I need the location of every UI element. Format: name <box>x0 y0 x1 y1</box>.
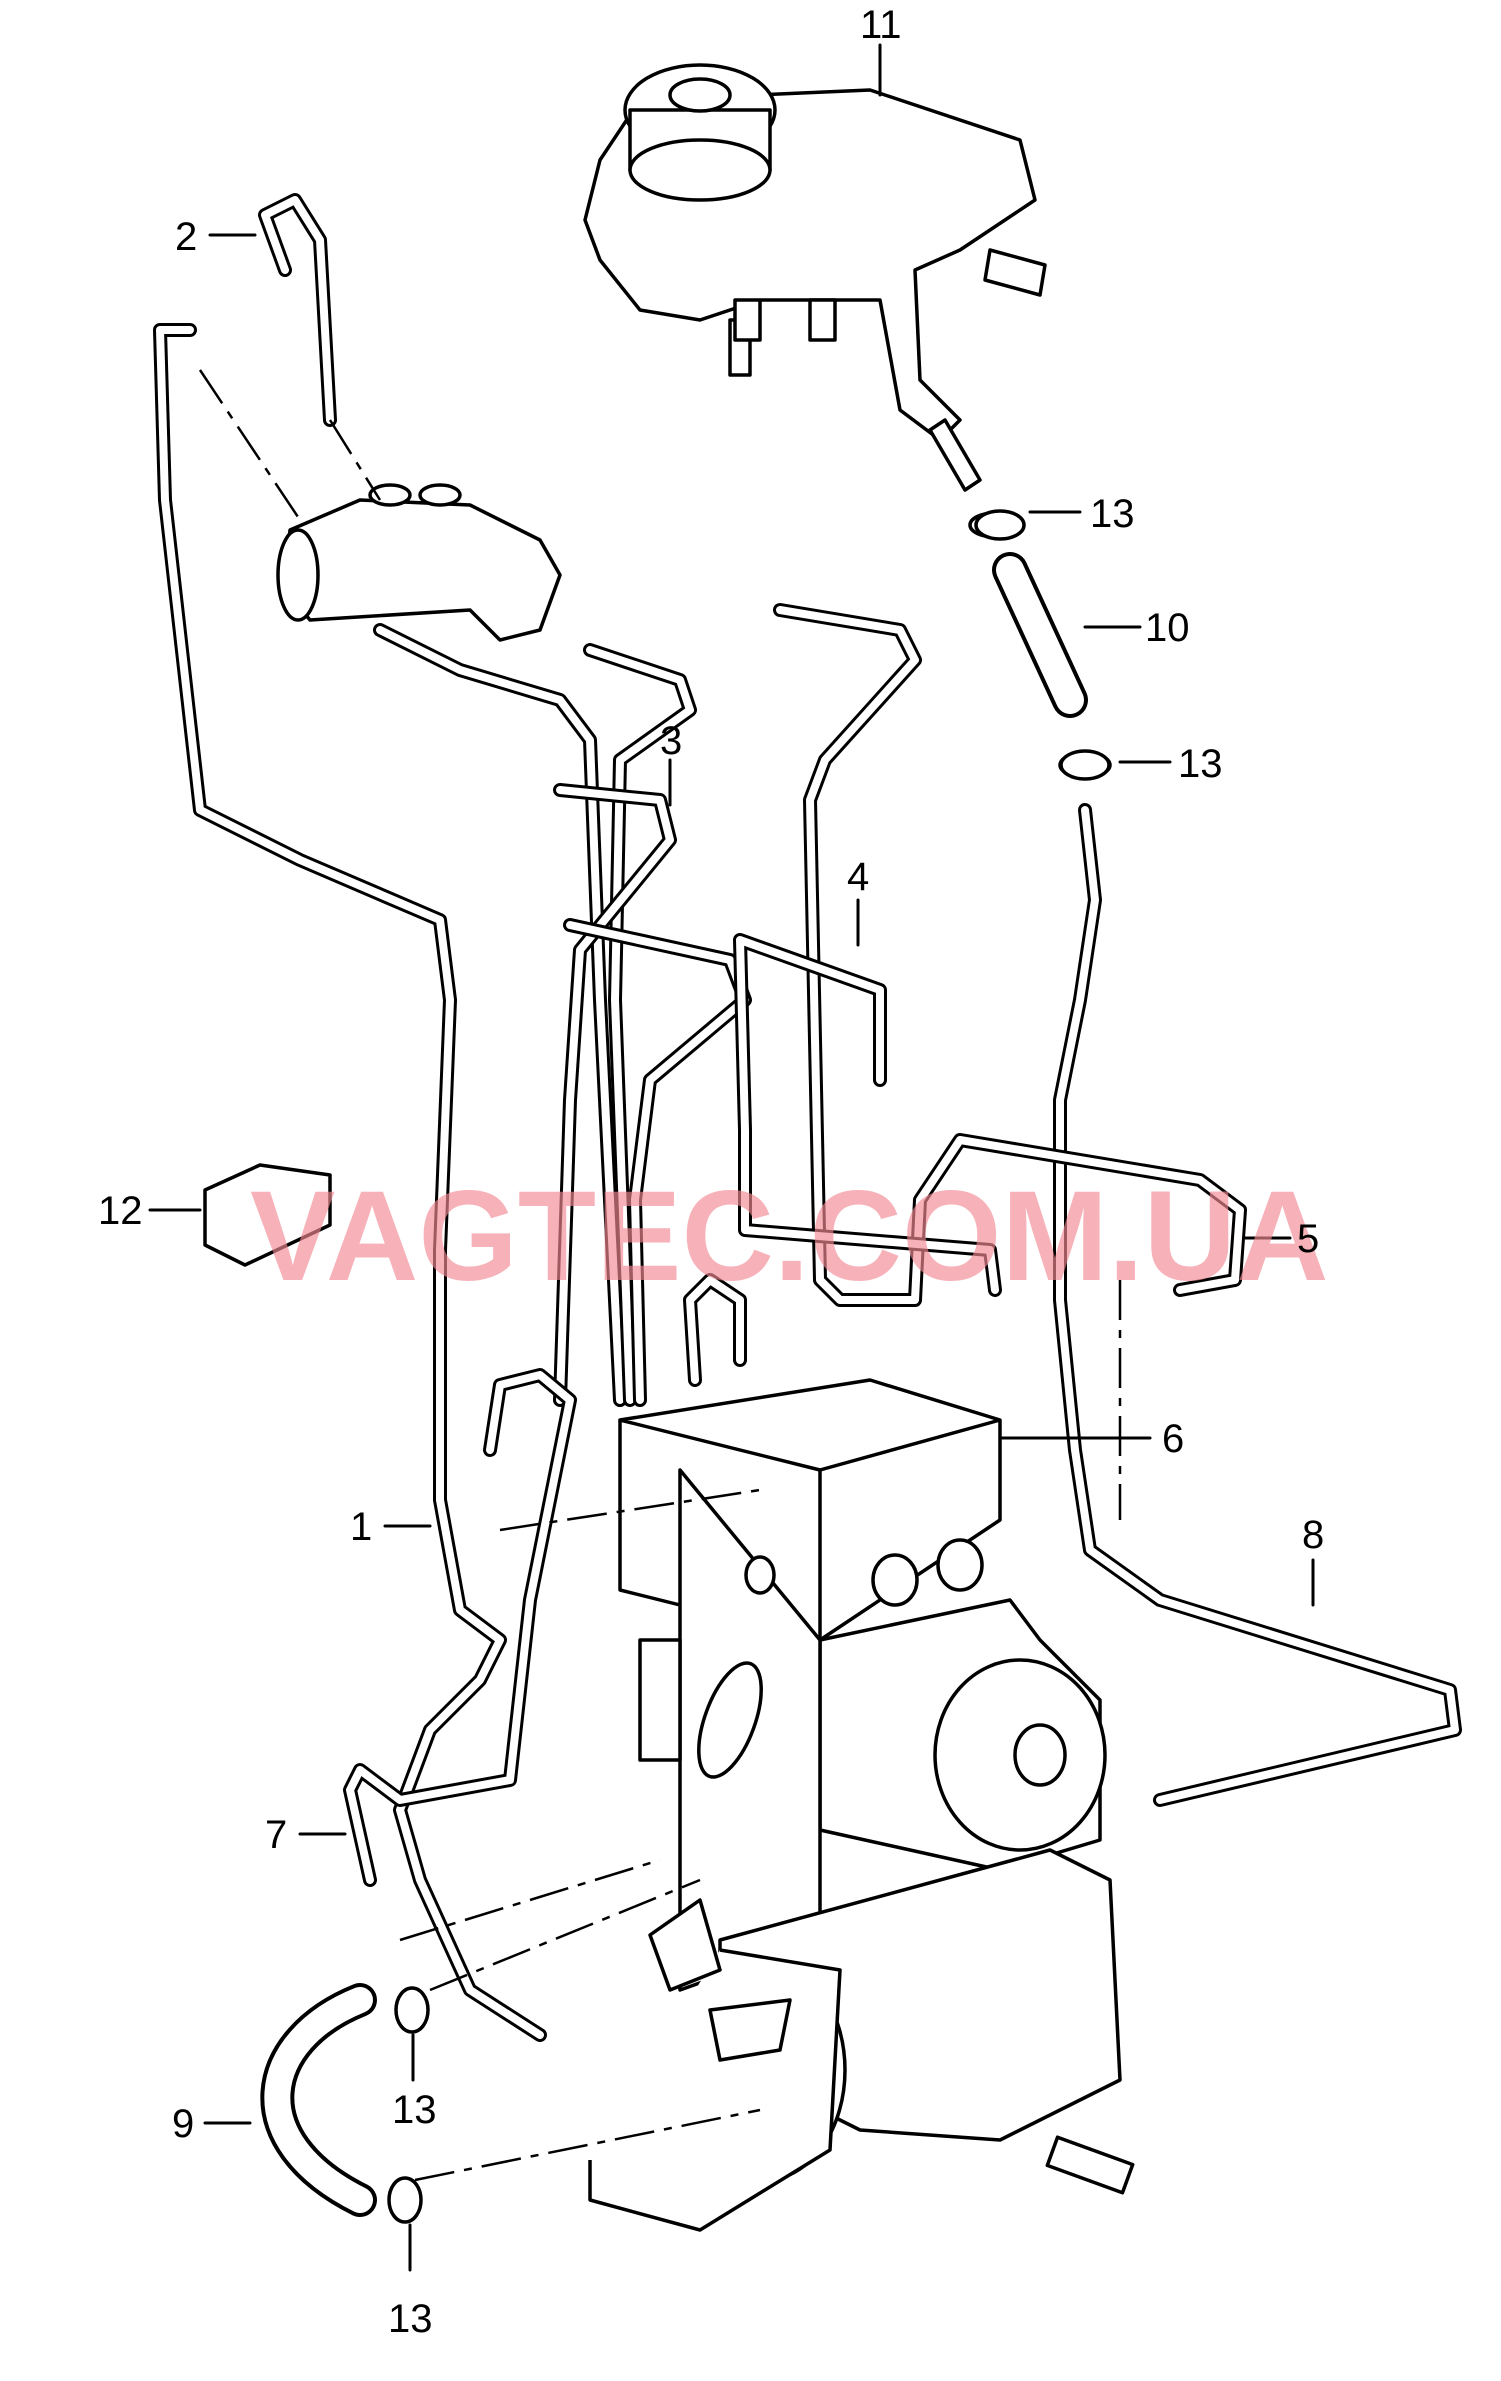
callout-12: 12 <box>98 1189 143 1233</box>
callout-5: 5 <box>1297 1217 1319 1261</box>
abs-hydraulic-unit <box>588 1378 1135 2232</box>
bracket <box>203 1163 332 1267</box>
callout-13-b: 13 <box>1178 742 1223 786</box>
callout-13-c: 13 <box>392 2088 437 2132</box>
callout-6: 6 <box>1162 1417 1184 1461</box>
callout-13-a: 13 <box>1090 492 1135 536</box>
callout-4: 4 <box>847 855 869 899</box>
callout-8: 8 <box>1302 1513 1324 1557</box>
callout-2: 2 <box>175 215 197 259</box>
callout-3: 3 <box>660 719 682 763</box>
brake-lines <box>153 193 1247 2042</box>
callout-11: 11 <box>860 3 902 47</box>
master-cylinder <box>276 483 562 642</box>
callout-9: 9 <box>172 2102 194 2146</box>
watermark: VAGTEC.COM.UA <box>250 1165 1329 1308</box>
brake-fluid-reservoir <box>583 63 1047 492</box>
callout-13-d: 13 <box>388 2297 433 2341</box>
callout-10: 10 <box>1145 606 1190 650</box>
callout-7: 7 <box>265 1813 287 1857</box>
callout-1: 1 <box>350 1505 372 1549</box>
